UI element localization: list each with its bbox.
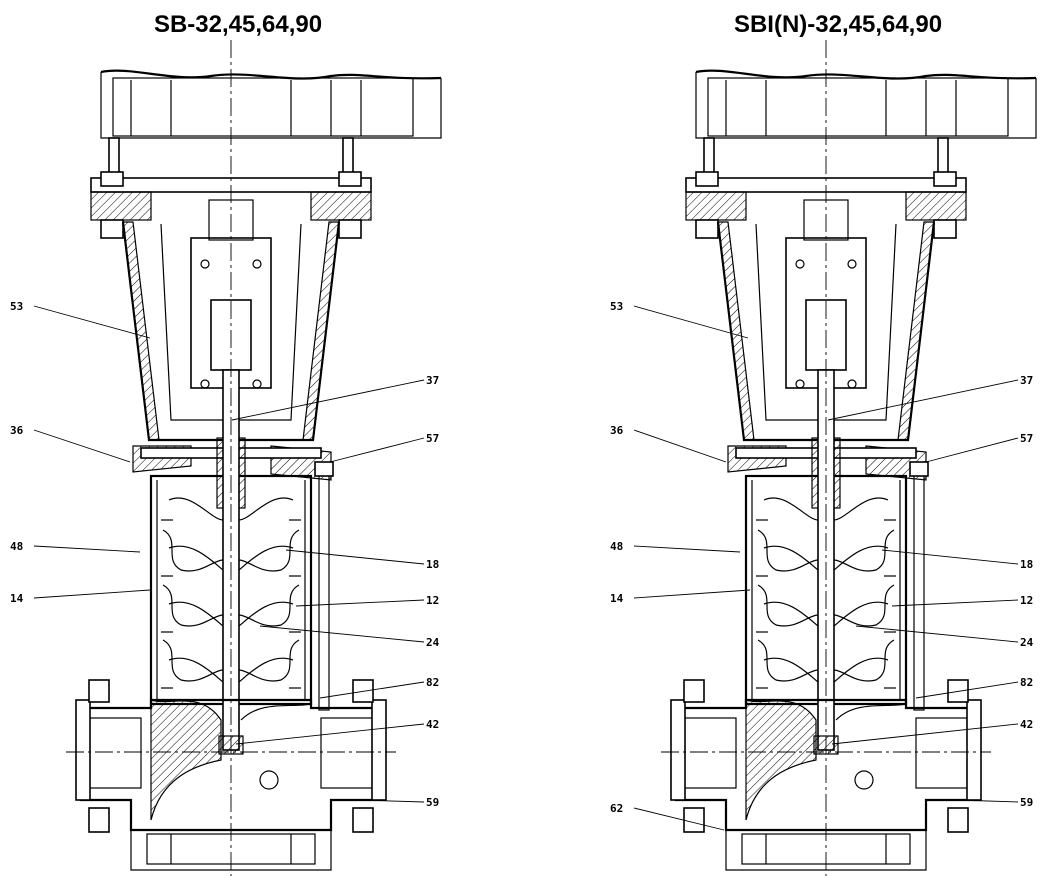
left-label-14: 14 <box>10 592 24 605</box>
right-label-37: 37 <box>1020 374 1033 387</box>
left-label-37: 37 <box>426 374 439 387</box>
left-label-48: 48 <box>10 540 23 553</box>
right-label-24: 24 <box>1020 636 1034 649</box>
left-label-42: 42 <box>426 718 439 731</box>
left-label-53: 53 <box>10 300 23 313</box>
right-label-18: 18 <box>1020 558 1033 571</box>
left-label-36: 36 <box>10 424 24 437</box>
right-label-12: 12 <box>1020 594 1033 607</box>
right-label-62: 62 <box>610 802 623 815</box>
left-label-18: 18 <box>426 558 439 571</box>
right-label-53: 53 <box>610 300 623 313</box>
right-label-59: 59 <box>1020 796 1033 809</box>
left-label-82: 82 <box>426 676 439 689</box>
right-label-14: 14 <box>610 592 624 605</box>
left-label-57: 57 <box>426 432 439 445</box>
left-view-title: SB-32,45,64,90 <box>154 11 322 38</box>
right-label-42: 42 <box>1020 718 1033 731</box>
right-label-82: 82 <box>1020 676 1033 689</box>
right-view-title: SBI(N)-32,45,64,90 <box>734 11 942 38</box>
left-pump-view: SB-32,45,64,90 53 36 48 14 37 57 18 12 2… <box>10 11 443 876</box>
right-label-48: 48 <box>610 540 623 553</box>
right-label-36: 36 <box>610 424 624 437</box>
left-label-24: 24 <box>426 636 440 649</box>
left-label-59: 59 <box>426 796 439 809</box>
left-label-12: 12 <box>426 594 439 607</box>
right-label-57: 57 <box>1020 432 1033 445</box>
right-pump-view: SBI(N)-32,45,64,90 53 36 48 14 37 57 18 … <box>610 11 1038 876</box>
